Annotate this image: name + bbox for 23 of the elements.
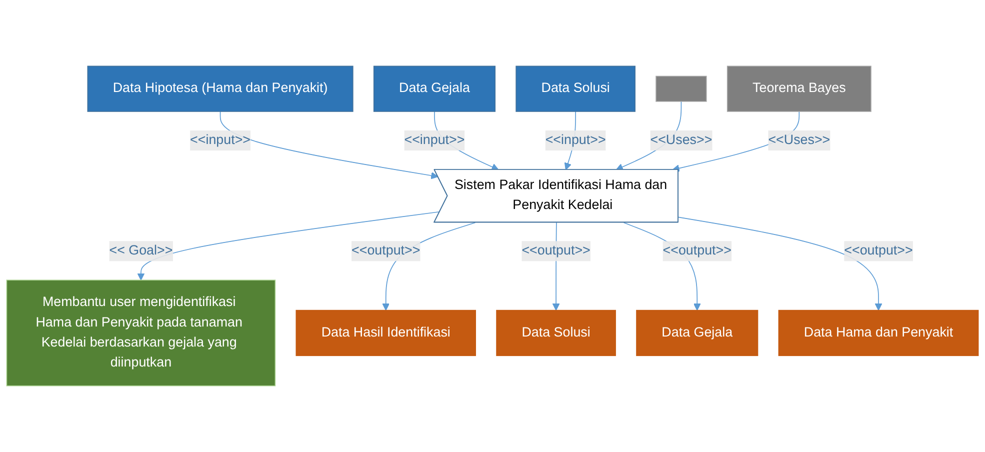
- edge-label: <<output>>: [844, 244, 913, 258]
- node-box: Teorema Bayes: [726, 66, 872, 112]
- node-box: Data Hasil Identifikasi: [296, 310, 476, 356]
- node-box: [656, 76, 707, 102]
- node-box: Data Hipotesa (Hama dan Penyakit): [87, 66, 354, 112]
- edge-label: <<input>>: [545, 132, 606, 148]
- edge-label: << Goal>>: [109, 244, 173, 258]
- node-box: Data Solusi: [516, 66, 636, 112]
- edge-label: <<input>>: [404, 132, 465, 148]
- node-box: Data Hama dan Penyakit: [778, 310, 979, 356]
- arrow: [220, 111, 438, 180]
- arrow: [137, 211, 440, 280]
- edge-label: <<input>>: [190, 132, 251, 148]
- node-box: Data Solusi: [496, 310, 616, 356]
- node-box: Data Gejala: [373, 66, 496, 112]
- edge-label: <<Uses>>: [768, 132, 830, 148]
- edge-label: <<Uses>>: [650, 132, 712, 148]
- arrow: [678, 216, 882, 311]
- edge-label: <<output>>: [352, 244, 420, 258]
- node-box: Data Gejala: [636, 310, 758, 356]
- node-box: Membantu user mengidentifikasi Hama dan Penyakit pada tanaman Kedelai berdasarkan gejala yang diinputkan: [6, 280, 276, 386]
- edge-label: <<output>>: [662, 244, 732, 258]
- edge-label: <<output>>: [522, 244, 590, 258]
